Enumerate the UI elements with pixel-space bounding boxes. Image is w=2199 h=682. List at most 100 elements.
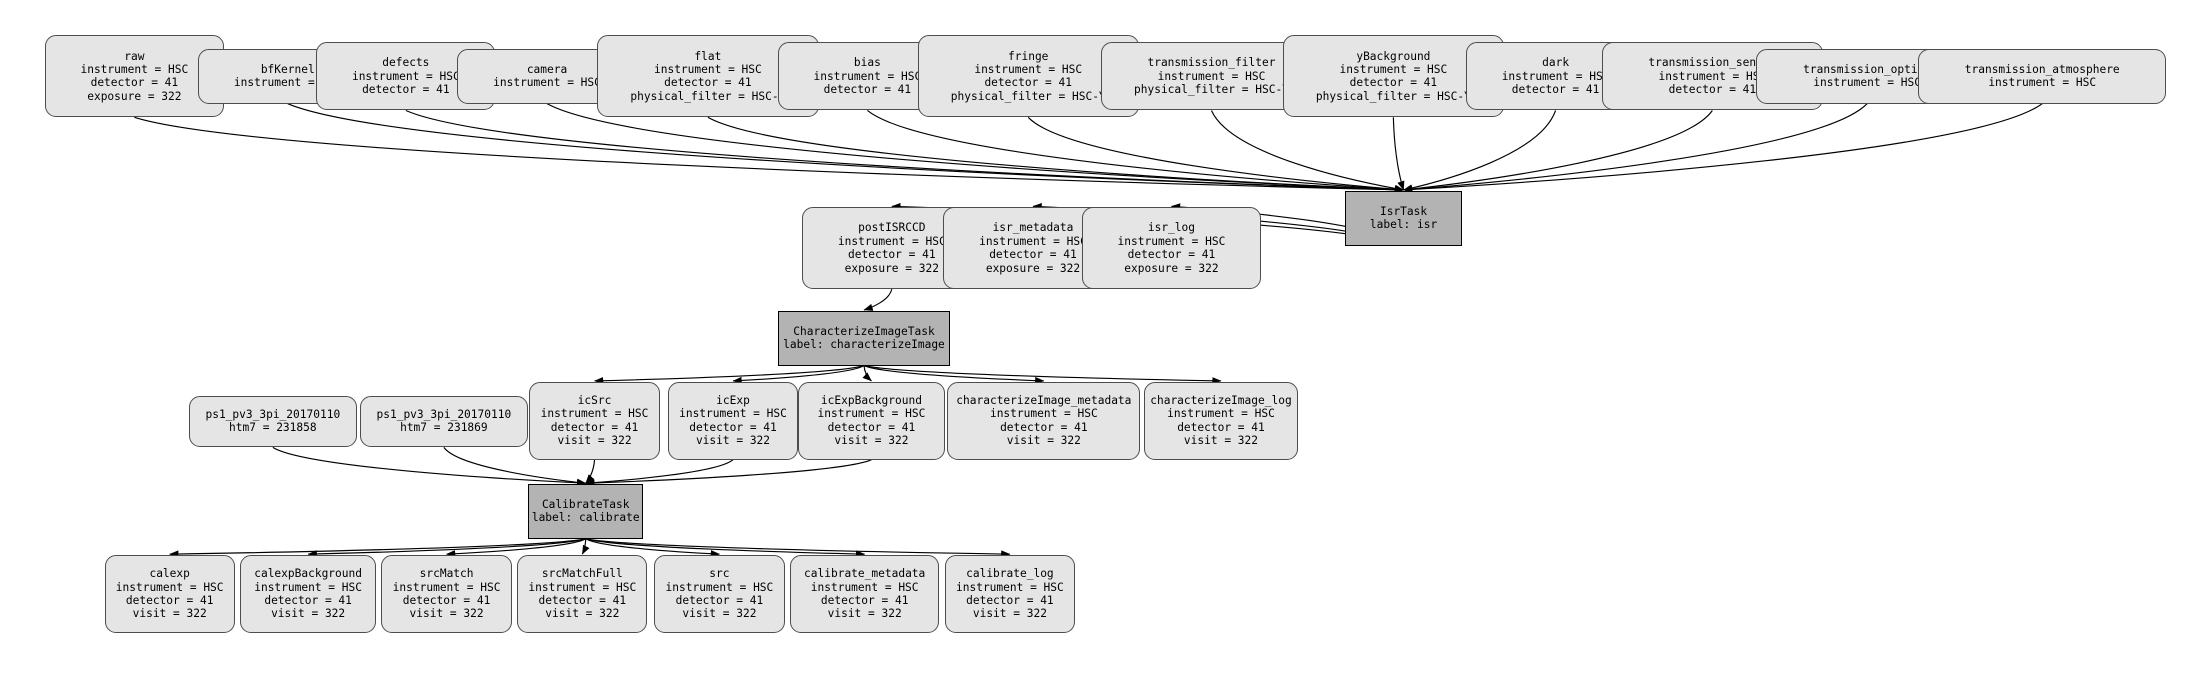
node-text-line: detector = 41 (538, 594, 627, 607)
node-text-line: visit = 322 (132, 607, 207, 621)
node-text-line: visit = 322 (827, 607, 902, 621)
edge-CalibrateTask-to-srcMatch (446, 538, 587, 558)
node-text-line: instrument = HSC (1157, 69, 1266, 83)
node-text-line: flat (694, 49, 722, 63)
node-text-line: detector = 41 (1000, 420, 1088, 434)
node-text-line: physical_filter = HSC-Y (630, 89, 786, 103)
node-text-line: defects (382, 56, 430, 70)
node-text-line: transmission_sensor (1648, 56, 1777, 70)
node-text-line: instrument = HSC (1813, 76, 1921, 90)
node-text-line: instrument = HSC (392, 580, 501, 594)
edge-CharacterizeImageTask-to-icSrc (594, 365, 865, 385)
node-text-line: detector = 41 (90, 76, 179, 90)
node-text-line: detector = 41 (664, 76, 752, 90)
edge-icExpBackground-to-CalibrateTask (585, 459, 872, 487)
node-text-line: detector = 41 (823, 83, 912, 97)
node-text-line: icExpBackground (820, 393, 922, 407)
node-text-line: instrument = HSC (817, 407, 926, 421)
node-text-line: physical_filter = HSC-Y (950, 89, 1106, 103)
node-text-line: instrument = HSC (254, 580, 362, 594)
node-text-line: srcMatch (419, 567, 474, 581)
node-text-line: instrument = HSC (813, 69, 922, 83)
edge-transmission_optics-to-IsrTask (1403, 103, 1868, 193)
node-text-line: camera (526, 62, 568, 76)
node-text-line: detector = 41 (264, 594, 352, 607)
node-text-line: detector = 41 (989, 248, 1077, 262)
node-text-line: detector = 41 (402, 594, 491, 607)
node-text-line: instrument = HSC (974, 62, 1083, 76)
node-text-line: instrument = HSC (653, 62, 762, 76)
node-text-line: bias (853, 56, 881, 70)
edge-icSrc-to-CalibrateTask (585, 459, 596, 484)
node-text-line: instrument = HSC (810, 580, 919, 594)
node-text-line: characterizeImage_log (1150, 393, 1292, 407)
node-text-line: ps1_pv3_3pi_20170110 (205, 408, 341, 422)
node-text-line: detector = 41 (362, 83, 450, 97)
node-text-line: visit = 322 (1006, 434, 1081, 448)
node-text-line: label: isr (1369, 218, 1438, 232)
node-text-line: detector = 41 (1511, 83, 1600, 97)
edge-transmission_atmosphere-to-IsrTask (1403, 103, 2043, 194)
node-text-line: visit = 322 (545, 607, 620, 621)
node-text-line: detector = 41 (1668, 83, 1757, 97)
edge-CharacterizeImageTask-to-characterizeImage_log (863, 364, 1222, 385)
node-text-line: instrument = HSC (1339, 62, 1448, 76)
node-text-line: instrument = HSC (979, 234, 1087, 248)
node-text-line: detector = 41 (675, 594, 764, 607)
edge-defects-to-IsrTask (405, 109, 1405, 194)
node-text-line: isr_metadata (992, 221, 1074, 235)
node-text-line: instrument = HSC (80, 62, 189, 76)
node-text-line: instrument = HSC (1988, 76, 2097, 90)
edge-CharacterizeImageTask-to-icExpBackground (862, 365, 872, 382)
node-text-line: exposure = 322 (1124, 261, 1219, 275)
node-text-line: isr_log (1147, 221, 1195, 235)
node-text-line: instrument = HSC (837, 234, 946, 248)
edge-CalibrateTask-to-src (585, 538, 720, 558)
edge-icExp-to-CalibrateTask (585, 459, 734, 487)
node-text-line: instrument = HSC (956, 580, 1064, 594)
edge-transmission_filter-to-IsrTask (1210, 110, 1405, 193)
node-text-line: transmission_optics (1803, 62, 1932, 76)
node-text-line: visit = 322 (1183, 434, 1259, 448)
node-text-line: visit = 322 (834, 434, 909, 448)
node-text-line: physical_filter = HSC-Y (1134, 83, 1289, 97)
node-text-line: label: characterizeImage (783, 338, 945, 352)
node-text-line: IsrTask (1379, 204, 1428, 218)
node-text-line: detector = 41 (550, 420, 639, 434)
node-text-line: icSrc (577, 393, 612, 407)
node-text-line: visit = 322 (695, 434, 771, 448)
node-text-line: instrument = HSC (1658, 69, 1767, 83)
node-text-line: calibrate_log (966, 567, 1054, 581)
node-text-line: instrument = HSC (1117, 234, 1226, 248)
edge-CalibrateTask-to-calexp (169, 538, 586, 558)
node-text-line: instrument = HSC (665, 580, 774, 594)
node-text-line: detector = 41 (820, 594, 909, 607)
edge-CalibrateTask-to-calibrate_log (585, 538, 1011, 558)
node-text-line: fringe (1008, 49, 1049, 63)
node-text-line: detector = 41 (1349, 76, 1438, 90)
node-text-line: htm7 = 231858 (229, 421, 317, 435)
edge-transmission_sensor-to-IsrTask (1403, 110, 1713, 193)
node-text-line: visit = 322 (271, 607, 346, 621)
node-text-line: ps1_pv3_3pi_20170110 (376, 408, 512, 422)
